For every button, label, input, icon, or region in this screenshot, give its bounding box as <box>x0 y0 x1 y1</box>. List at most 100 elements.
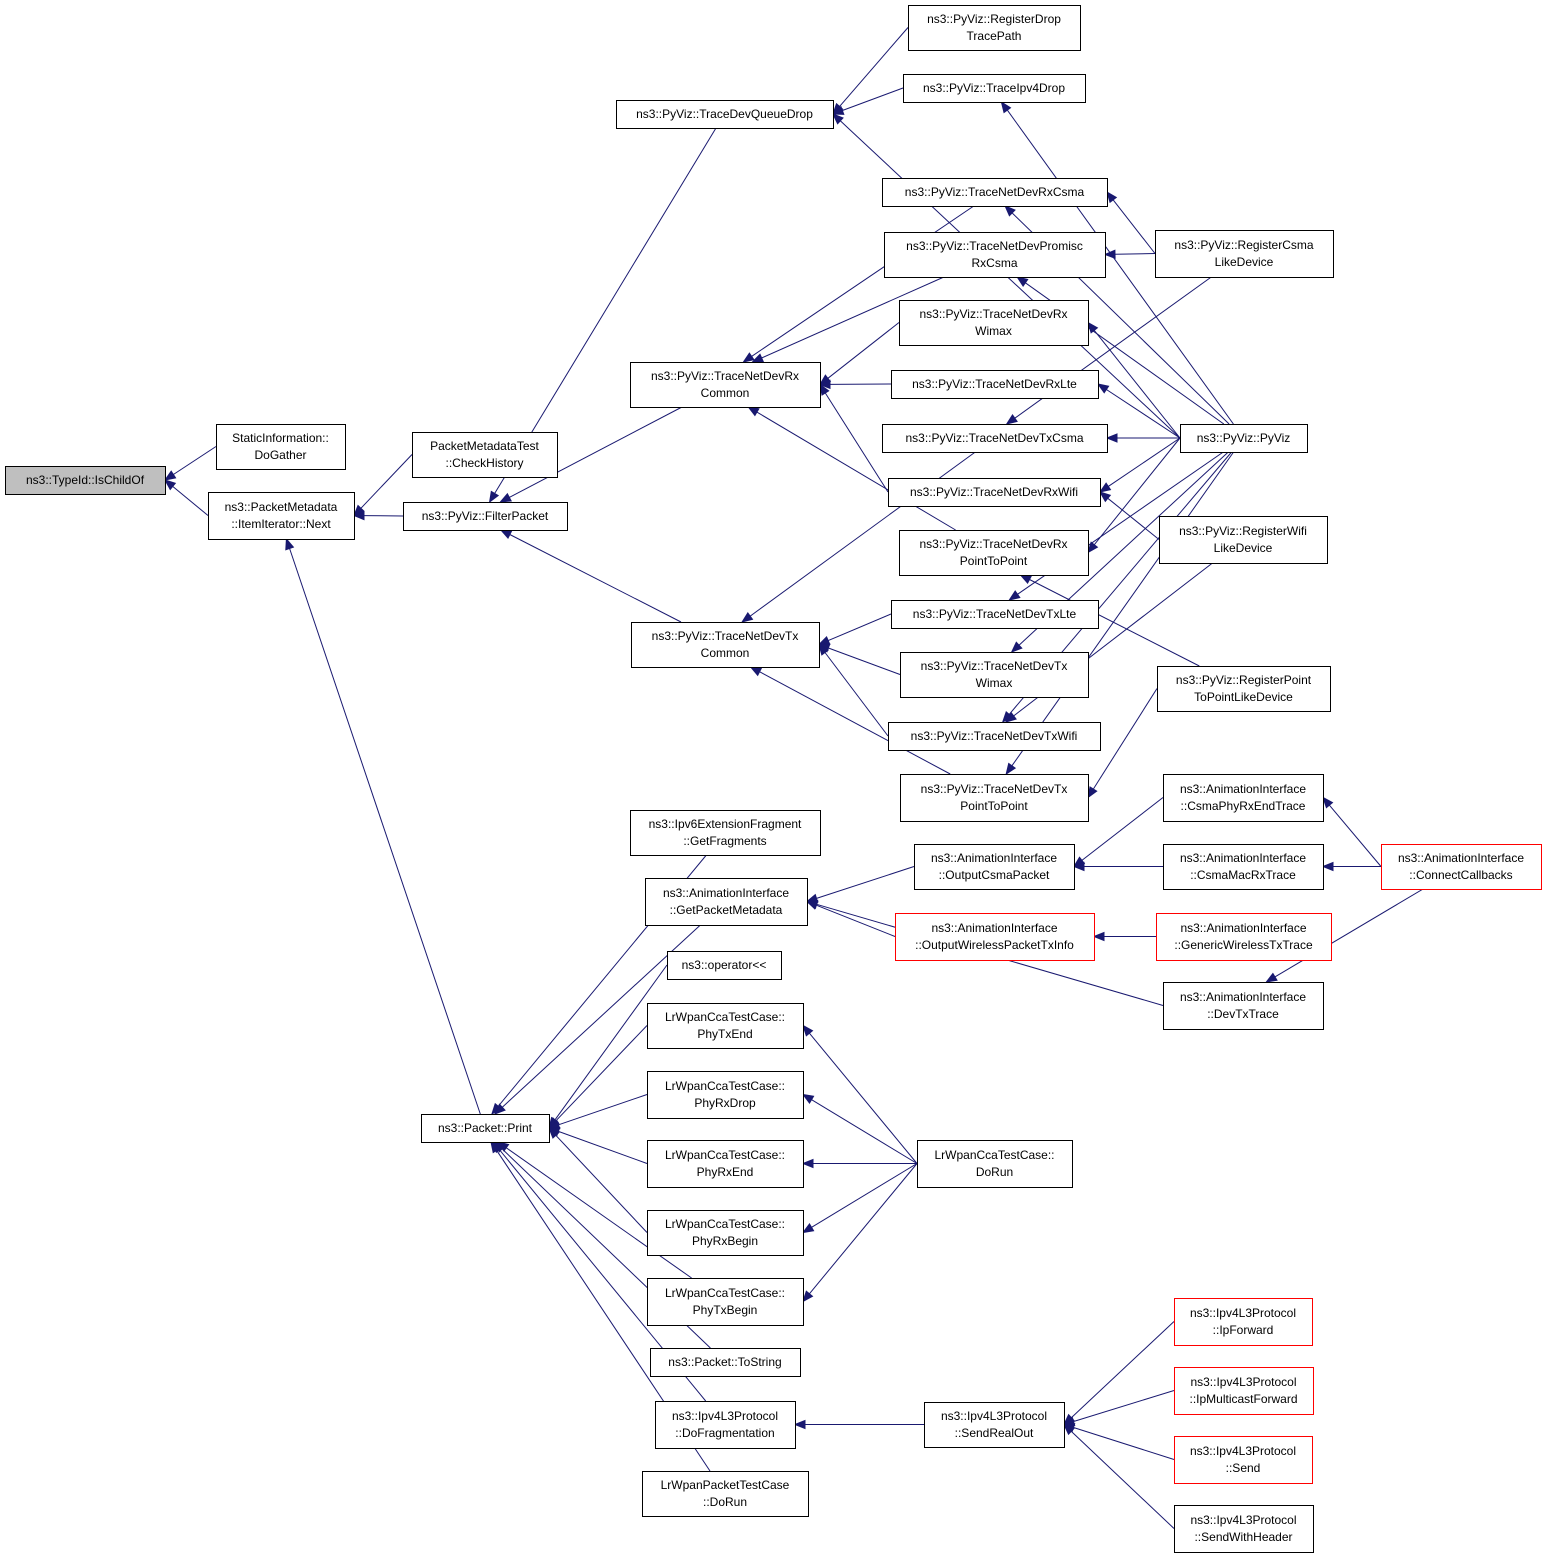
arrowhead-icon <box>831 105 845 115</box>
node-box <box>667 951 782 980</box>
node-filter-packet[interactable]: ns3::PyViz::FilterPacket <box>403 502 568 531</box>
node-check-history[interactable]: PacketMetadataTest::CheckHistory <box>412 432 558 478</box>
node-operator-l-l[interactable]: ns3::operator<< <box>667 951 782 980</box>
node-label: LikeDevice <box>1214 541 1273 555</box>
node-box <box>642 1471 809 1517</box>
node-output-csma-packet[interactable]: ns3::AnimationInterface::OutputCsmaPacke… <box>914 844 1075 890</box>
node-ip-multicast-forward[interactable]: ns3::Ipv4L3Protocol::IpMulticastForward <box>1174 1367 1314 1415</box>
node-phy-tx-begin[interactable]: LrWpanCcaTestCase::PhyTxBegin <box>647 1278 804 1326</box>
node-do-fragmentation[interactable]: ns3::Ipv4L3Protocol::DoFragmentation <box>655 1401 796 1449</box>
node-rx-csma[interactable]: ns3::PyViz::TraceNetDevRxCsma <box>882 178 1108 207</box>
edge-line <box>1093 437 1181 546</box>
node-label: PacketMetadataTest <box>430 439 539 453</box>
node-tx-lte[interactable]: ns3::PyViz::TraceNetDevTxLte <box>891 600 1099 629</box>
node-label: ::SendRealOut <box>955 1426 1034 1440</box>
node-dev-tx-trace[interactable]: ns3::AnimationInterface::DevTxTrace <box>1163 982 1324 1030</box>
call-edge <box>801 1163 918 1234</box>
node-do-gather[interactable]: StaticInformation::DoGather <box>216 424 346 470</box>
node-lr-wpan-cca-do-run[interactable]: LrWpanCcaTestCase::DoRun <box>917 1140 1073 1188</box>
node-csma-mac-rx-trace[interactable]: ns3::AnimationInterface::CsmaMacRxTrace <box>1163 844 1324 890</box>
call-edge <box>163 479 209 516</box>
edge-line <box>759 671 951 775</box>
arrowhead-icon <box>817 636 831 646</box>
node-send[interactable]: ns3::Ipv4L3Protocol::Send <box>1174 1436 1313 1484</box>
arrowhead-icon <box>1010 641 1023 653</box>
node-register-p2-p[interactable]: ns3::PyViz::RegisterPointToPointLikeDevi… <box>1157 666 1331 712</box>
call-edge <box>1062 1423 1175 1460</box>
node-label: ns3::AnimationInterface <box>931 921 1057 935</box>
edge-line <box>555 1134 648 1233</box>
edge-line <box>1073 1427 1175 1460</box>
node-label: ns3::AnimationInterface <box>1180 990 1306 1004</box>
arrowhead-icon <box>1005 414 1018 425</box>
node-phy-rx-end[interactable]: LrWpanCcaTestCase::PhyRxEnd <box>647 1140 804 1188</box>
node-tx-wifi[interactable]: ns3::PyViz::TraceNetDevTxWifi <box>888 722 1101 751</box>
arrowhead-icon <box>1000 100 1012 114</box>
node-get-packet-metadata[interactable]: ns3::AnimationInterface::GetPacketMetada… <box>645 878 808 926</box>
node-label: PhyRxDrop <box>694 1096 756 1110</box>
node-send-real-out[interactable]: ns3::Ipv4L3Protocol::SendRealOut <box>924 1402 1065 1448</box>
edge-line <box>558 1094 648 1126</box>
node-output-wireless-packet-tx-info[interactable]: ns3::AnimationInterface::OutputWirelessP… <box>895 913 1095 961</box>
node-py-viz[interactable]: ns3::PyViz::PyViz <box>1180 424 1308 453</box>
node-send-with-header[interactable]: ns3::Ipv4L3Protocol::SendWithHeader <box>1174 1505 1314 1553</box>
node-phy-rx-begin[interactable]: LrWpanCcaTestCase::PhyRxBegin <box>647 1210 804 1256</box>
arrowhead-icon <box>818 379 831 390</box>
arrowhead-icon <box>1016 276 1029 287</box>
node-to-string[interactable]: ns3::Packet::ToString <box>650 1348 801 1377</box>
node-phy-tx-end[interactable]: LrWpanCcaTestCase::PhyTxEnd <box>647 1003 804 1049</box>
node-next[interactable]: ns3::PacketMetadata::ItemIterator::Next <box>208 492 355 540</box>
node-generic-wireless-tx-trace[interactable]: ns3::AnimationInterface::GenericWireless… <box>1156 913 1332 961</box>
node-csma-phy-rx-end-trace[interactable]: ns3::AnimationInterface::CsmaPhyRxEndTra… <box>1163 774 1324 822</box>
node-box <box>5 466 166 495</box>
node-box <box>647 1210 804 1256</box>
node-is-child-of[interactable]: ns3::TypeId::IsChildOf <box>5 466 166 495</box>
edge-line <box>1073 1390 1175 1422</box>
arrowhead-icon <box>801 1223 815 1234</box>
call-edge <box>285 537 481 1115</box>
edge-line <box>827 322 900 379</box>
node-box <box>1163 774 1324 822</box>
node-connect-callbacks[interactable]: ns3::AnimationInterface::ConnectCallback… <box>1381 844 1542 890</box>
node-label: LrWpanCcaTestCase:: <box>934 1148 1054 1162</box>
arrowhead-icon <box>1105 433 1118 443</box>
node-label: ns3::PyViz::TraceNetDevTxLte <box>913 607 1077 621</box>
call-edge <box>1098 437 1181 493</box>
node-trace-ipv4-drop[interactable]: ns3::PyViz::TraceIpv4Drop <box>903 74 1086 103</box>
edge-line <box>555 1025 648 1122</box>
node-phy-rx-drop[interactable]: LrWpanCcaTestCase::PhyRxDrop <box>647 1071 804 1119</box>
edge-line <box>1106 389 1181 439</box>
edge-line <box>824 392 889 493</box>
node-trace-dev-queue-drop[interactable]: ns3::PyViz::TraceDevQueueDrop <box>616 100 834 129</box>
call-edge <box>819 383 889 493</box>
node-tx-csma[interactable]: ns3::PyViz::TraceNetDevTxCsma <box>882 424 1108 453</box>
call-edge <box>831 87 904 115</box>
node-packet-print[interactable]: ns3::Packet::Print <box>421 1114 550 1143</box>
node-lr-wpan-packet-do-run[interactable]: LrWpanPacketTestCase::DoRun <box>642 1471 809 1517</box>
node-ip-forward[interactable]: ns3::Ipv4L3Protocol::IpForward <box>1174 1298 1313 1346</box>
call-edge <box>742 205 975 363</box>
edge-line <box>828 647 901 675</box>
node-label: ns3::PyViz::FilterPacket <box>422 509 549 523</box>
arrowhead-icon <box>1004 205 1016 217</box>
arrowhead-icon <box>742 352 755 363</box>
node-rx-wifi[interactable]: ns3::PyViz::TraceNetDevRxWifi <box>888 478 1101 507</box>
call-edge <box>1087 437 1181 554</box>
arrowhead-icon <box>488 490 500 504</box>
arrowhead-icon <box>1092 931 1105 942</box>
node-get-fragments[interactable]: ns3::Ipv6ExtensionFragment::GetFragments <box>630 810 821 856</box>
node-label: ::ItemIterator::Next <box>231 517 331 531</box>
edge-line <box>1006 109 1234 425</box>
node-rx-lte[interactable]: ns3::PyViz::TraceNetDevRxLte <box>891 370 1099 399</box>
edge-line <box>501 924 701 1108</box>
